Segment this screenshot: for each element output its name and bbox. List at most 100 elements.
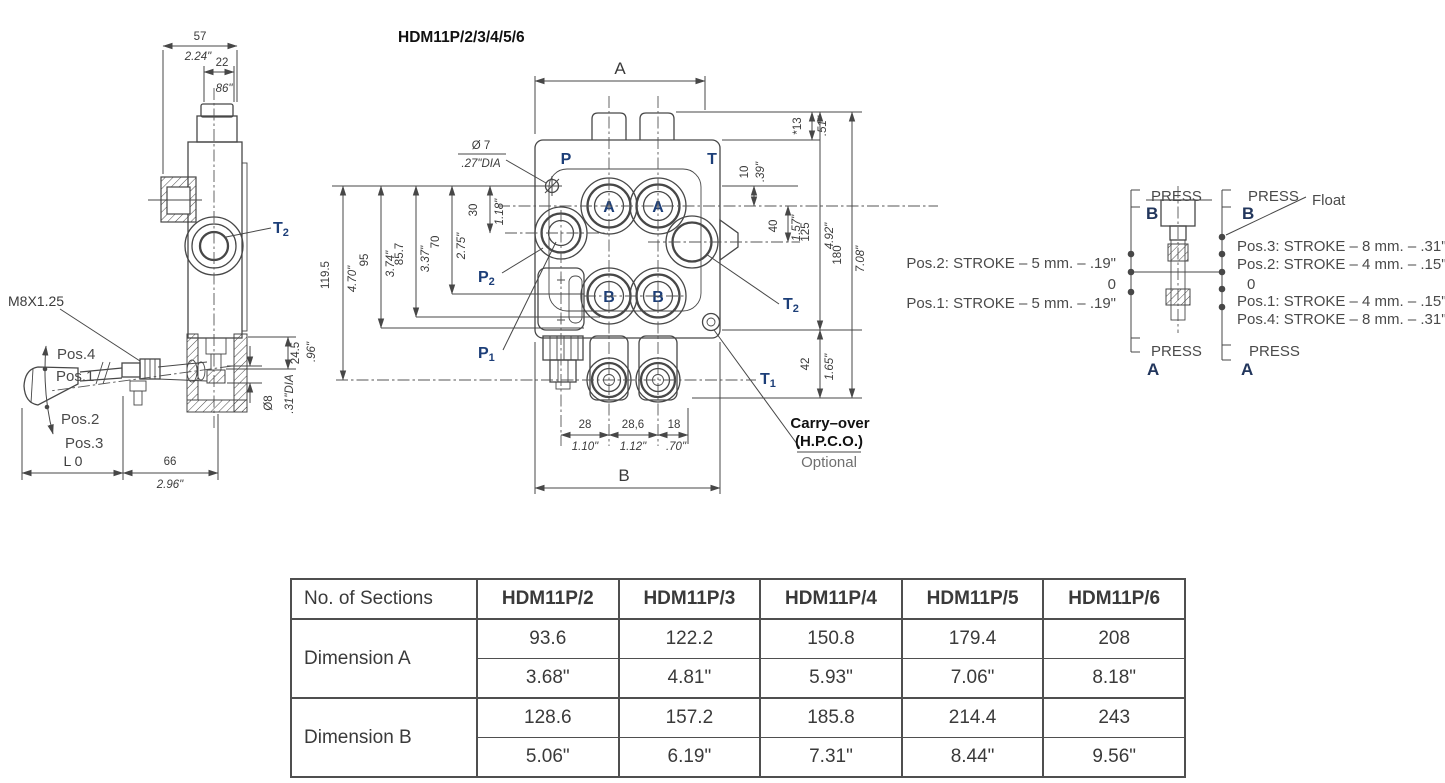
dim-28_6-mm: 28,6 — [622, 419, 644, 431]
dim-70-mm: 70 — [430, 236, 442, 249]
lever-length-label: L 0 — [64, 453, 83, 469]
carry-over-optional: Optional — [801, 454, 857, 471]
dim-18-in: .70" — [666, 441, 687, 453]
header-hdm11p3: HDM11P/3 — [617, 578, 762, 620]
header-hdm11p5: HDM11P/5 — [900, 578, 1045, 620]
cell-b-in-4: 7.31" — [759, 737, 903, 778]
right-press-top-port: B — [1242, 204, 1254, 223]
cell-b-mm-2: 128.6 — [476, 697, 620, 738]
right-stroke-pos4: Pos.4: STROKE – 8 mm. – .31" — [1237, 311, 1445, 328]
dimensions-table: No. of Sections HDM11P/2 HDM11P/3 HDM11P… — [290, 578, 1186, 778]
cell-b-mm-3: 157.2 — [617, 697, 762, 738]
stroke-diagram: PRESS B Pos.2: STROKE – 5 mm. – .19" 0 P… — [906, 186, 1445, 379]
right-press-bottom-port: A — [1241, 360, 1253, 379]
dim-70-in: 2.75" — [456, 232, 468, 260]
dim-18-mm: 18 — [668, 419, 681, 431]
header-hdm11p4: HDM11P/4 — [759, 578, 903, 620]
dim-28_6-in: 1.12" — [620, 441, 647, 453]
dim-30-in: 1.18" — [494, 198, 506, 225]
dim-57-mm: 57 — [194, 31, 207, 43]
right-press-bottom: PRESS — [1249, 343, 1300, 360]
lever-grip — [23, 366, 79, 406]
header-hdm11p2: HDM11P/2 — [476, 578, 620, 620]
cell-a-mm-5: 179.4 — [900, 618, 1045, 659]
port-p-label: P — [561, 151, 572, 168]
pos1-label: Pos.1 — [56, 368, 94, 385]
right-stroke-zero: 0 — [1247, 276, 1255, 293]
cell-a-mm-3: 122.2 — [617, 618, 762, 659]
right-press-top: PRESS — [1248, 188, 1299, 205]
dim-40-mm: 40 — [768, 220, 780, 233]
header-sections: No. of Sections — [290, 578, 478, 620]
left-press-top-port: B — [1146, 204, 1158, 223]
dim-24_5-in: .96" — [306, 341, 318, 362]
cell-a-in-4: 5.93" — [759, 658, 903, 699]
dim-180-mm: 180 — [832, 245, 844, 264]
left-press-bottom: PRESS — [1151, 343, 1202, 360]
left-stroke-pos2: Pos.2: STROKE – 5 mm. – .19" — [906, 255, 1116, 272]
dim-13-in: .51" — [817, 115, 829, 136]
cell-a-in-2: 3.68" — [476, 658, 620, 699]
dim-125-in: 4.92" — [824, 222, 836, 249]
table-row-dim-b-mm: Dimension B 128.6 157.2 185.8 214.4 243 — [290, 697, 1186, 778]
carry-over-line2: (H.P.C.O.) — [795, 433, 863, 450]
dim-22-in: 86" — [216, 83, 234, 95]
right-stroke-pos3: Pos.3: STROKE – 8 mm. – .31" — [1237, 238, 1445, 255]
thread-label: M8X1.25 — [8, 293, 64, 309]
table-header-row: No. of Sections HDM11P/2 HDM11P/3 HDM11P… — [290, 578, 1186, 620]
left-stroke-pos1: Pos.1: STROKE – 5 mm. – .19" — [906, 295, 1116, 312]
header-hdm11p6: HDM11P/6 — [1042, 578, 1186, 620]
dim-28-mm: 28 — [579, 419, 592, 431]
table-row-dim-a-mm: Dimension A 93.6 122.2 150.8 179.4 208 — [290, 618, 1186, 699]
cell-a-mm-6: 208 — [1042, 618, 1186, 659]
dim-85_7-in: 3.37" — [420, 245, 432, 272]
right-stroke-pos2: Pos.2: STROKE – 4 mm. – .15" — [1237, 256, 1445, 273]
cell-a-in-6: 8.18" — [1042, 658, 1186, 699]
cell-b-mm-4: 185.8 — [759, 697, 903, 738]
left-press-top: PRESS — [1151, 188, 1202, 205]
dim-42-in: 1.65" — [824, 353, 836, 380]
pos3-label: Pos.3 — [65, 435, 103, 452]
right-stroke-pos1: Pos.1: STROKE – 4 mm. – .15" — [1237, 293, 1445, 310]
left-view-t2-port — [184, 216, 244, 276]
cell-b-in-5: 8.44" — [900, 737, 1045, 778]
dim-24_5-mm: 24.5 — [290, 342, 302, 364]
dim-85_7-mm: 85.7 — [394, 243, 406, 265]
float-label: Float — [1312, 192, 1346, 209]
pos4-label: Pos.4 — [57, 346, 95, 363]
table-row-dim-b-inch: 5.06" 6.19" 7.31" 8.44" 9.56" — [291, 737, 1186, 778]
dim-10-mm: 10 — [739, 166, 751, 179]
left-press-bottom-port: A — [1147, 360, 1159, 379]
dim-95-in: 3.74" — [385, 250, 397, 277]
carry-over-line1: Carry–over — [790, 415, 869, 432]
dim-13-mm: *13 — [792, 117, 804, 134]
dim-180-in: 7.08" — [855, 245, 867, 272]
port-t-label: T — [707, 151, 717, 168]
dim-42-mm: 42 — [800, 358, 812, 371]
page-title: HDM11P/2/3/4/5/6 — [398, 29, 525, 46]
cell-b-mm-5: 214.4 — [900, 697, 1045, 738]
left-view-t2-label: T2 — [273, 220, 289, 239]
p2-label: P2 — [478, 269, 495, 288]
cell-a-mm-4: 150.8 — [759, 618, 903, 659]
left-stroke-zero: 0 — [1108, 276, 1116, 293]
cell-a-in-5: 7.06" — [900, 658, 1045, 699]
dim-10-in: .39" — [755, 161, 767, 182]
p1-label: P1 — [478, 345, 495, 364]
cell-b-in-3: 6.19" — [617, 737, 762, 778]
dim-40-in: 1.57" — [791, 214, 803, 241]
hole-dia-mm: Ø 7 — [472, 140, 491, 152]
cell-b-mm-6: 243 — [1042, 697, 1186, 738]
dim-rod-mm: Ø8 — [263, 395, 275, 410]
dim-a-label: A — [614, 59, 626, 78]
dim-66-mm: 66 — [164, 456, 177, 468]
table-row-dim-a-inch: 3.68" 4.81" 5.93" 7.06" 8.18" — [291, 658, 1186, 699]
dim-b-label: B — [618, 466, 629, 485]
cell-a-mm-2: 93.6 — [476, 618, 620, 659]
row-label-dimension-b: Dimension B — [290, 697, 478, 778]
dim-rod-in: .31"DIA — [284, 374, 296, 414]
dim-119_5-mm: 119.5 — [320, 261, 332, 289]
pos2-label: Pos.2 — [61, 411, 99, 428]
dim-66-in: 2.96" — [156, 479, 184, 491]
cell-b-in-2: 5.06" — [476, 737, 620, 778]
